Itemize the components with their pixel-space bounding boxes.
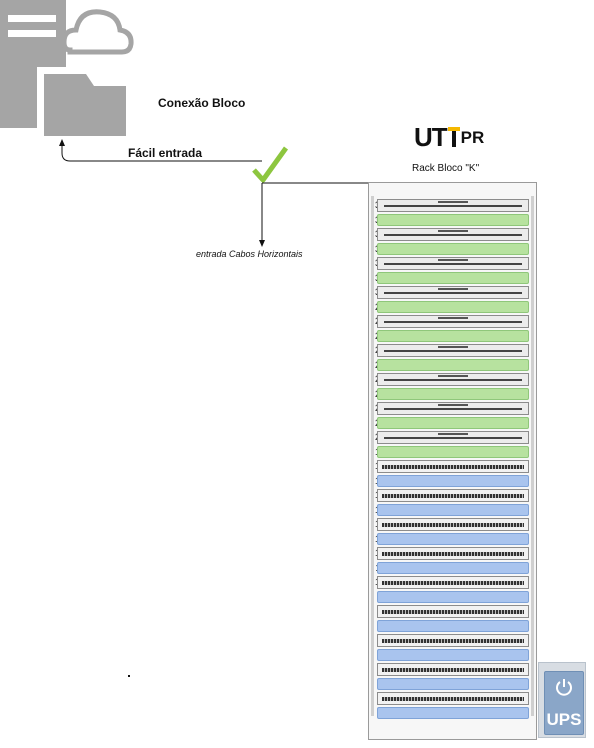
patch-panel: [377, 576, 529, 589]
ups-label: UPS: [546, 710, 582, 729]
rack-unit: 5: [368, 648, 537, 663]
rack-unit: 11: [368, 561, 537, 576]
rack-unit: 20: [368, 430, 537, 445]
green-cable-manager: [377, 213, 529, 226]
green-cable-manager: [377, 271, 529, 284]
rack-unit: 33: [368, 242, 537, 257]
easy-entry-label: Fácil entrada: [128, 146, 203, 160]
rack-unit: 18: [368, 459, 537, 474]
rack-unit: 28: [368, 314, 537, 329]
patch-panel: [377, 605, 529, 618]
switch-device: [377, 315, 529, 328]
logo-f-mark: [447, 127, 460, 147]
rack-unit: 12: [368, 546, 537, 561]
rack-rails: [371, 196, 534, 716]
green-cable-manager: [377, 416, 529, 429]
rack-unit: 30: [368, 285, 537, 300]
blue-cable-manager: [377, 590, 529, 603]
patch-panel: [377, 489, 529, 502]
patch-panel: [377, 663, 529, 676]
rack-unit: 14: [368, 517, 537, 532]
switch-device: [377, 228, 529, 241]
rack-unit: 9: [368, 590, 537, 605]
logo-ut-text: UT: [414, 122, 448, 152]
rack-cabinet: 3635343332313029282726252423222120191817…: [368, 182, 537, 740]
green-cable-manager: [377, 242, 529, 255]
blue-cable-manager: [377, 619, 529, 632]
rack-unit: 23: [368, 387, 537, 402]
rack-unit: 6: [368, 633, 537, 648]
power-icon: [556, 679, 572, 696]
rack-unit: 2: [368, 691, 537, 706]
rack-unit: 1: [368, 706, 537, 721]
patch-panel: [377, 634, 529, 647]
rack-unit: 34: [368, 227, 537, 242]
patch-panel: [377, 518, 529, 531]
rack-unit: 19: [368, 445, 537, 460]
rack-unit: 22: [368, 401, 537, 416]
horizontal-cables-label: entrada Cabos Horizontais: [196, 249, 303, 259]
blue-cable-manager: [377, 474, 529, 487]
green-cable-manager: [377, 358, 529, 371]
blue-cable-manager: [377, 532, 529, 545]
patch-panel: [377, 692, 529, 705]
rack-unit: 35: [368, 213, 537, 228]
rack-unit: 16: [368, 488, 537, 503]
switch-device: [377, 199, 529, 212]
rack-unit: 13: [368, 532, 537, 547]
rack-unit: 24: [368, 372, 537, 387]
stray-dot: [128, 675, 130, 677]
rack-unit: 36: [368, 198, 537, 213]
server-cloud-folder-icon: [0, 0, 134, 142]
rack-title: Rack Bloco "K": [412, 163, 480, 174]
green-cable-manager: [377, 387, 529, 400]
switch-device: [377, 402, 529, 415]
rack-unit: 17: [368, 474, 537, 489]
green-cable-manager: [377, 329, 529, 342]
blue-cable-manager: [377, 561, 529, 574]
rack-unit: 15: [368, 503, 537, 518]
ups-unit: UPS: [538, 662, 586, 738]
rack-unit: 31: [368, 271, 537, 286]
rack-unit: 29: [368, 300, 537, 315]
rack-unit: 4: [368, 662, 537, 677]
green-cable-manager: [377, 300, 529, 313]
rack-unit: 26: [368, 343, 537, 358]
rack-unit: 7: [368, 619, 537, 634]
connection-label: Conexão Bloco: [158, 96, 246, 110]
rack-unit: 8: [368, 604, 537, 619]
switch-device: [377, 286, 529, 299]
switch-device: [377, 257, 529, 270]
rack-unit: 25: [368, 358, 537, 373]
utfpr-logo: UT PR: [414, 124, 484, 150]
switch-device: [377, 431, 529, 444]
blue-cable-manager: [377, 677, 529, 690]
rack-units: 3635343332313029282726252423222120191817…: [368, 198, 537, 720]
rack-unit: 3: [368, 677, 537, 692]
logo-pr-text: PR: [460, 128, 485, 147]
rack-unit: 27: [368, 329, 537, 344]
blue-cable-manager: [377, 503, 529, 516]
patch-panel: [377, 460, 529, 473]
rack-unit: 21: [368, 416, 537, 431]
blue-cable-manager: [377, 706, 529, 719]
patch-panel: [377, 547, 529, 560]
switch-device: [377, 373, 529, 386]
switch-device: [377, 344, 529, 357]
check-mark-icon: [252, 146, 289, 183]
blue-cable-manager: [377, 648, 529, 661]
rack-unit: 10: [368, 575, 537, 590]
rack-unit: 32: [368, 256, 537, 271]
green-cable-manager: [377, 445, 529, 458]
